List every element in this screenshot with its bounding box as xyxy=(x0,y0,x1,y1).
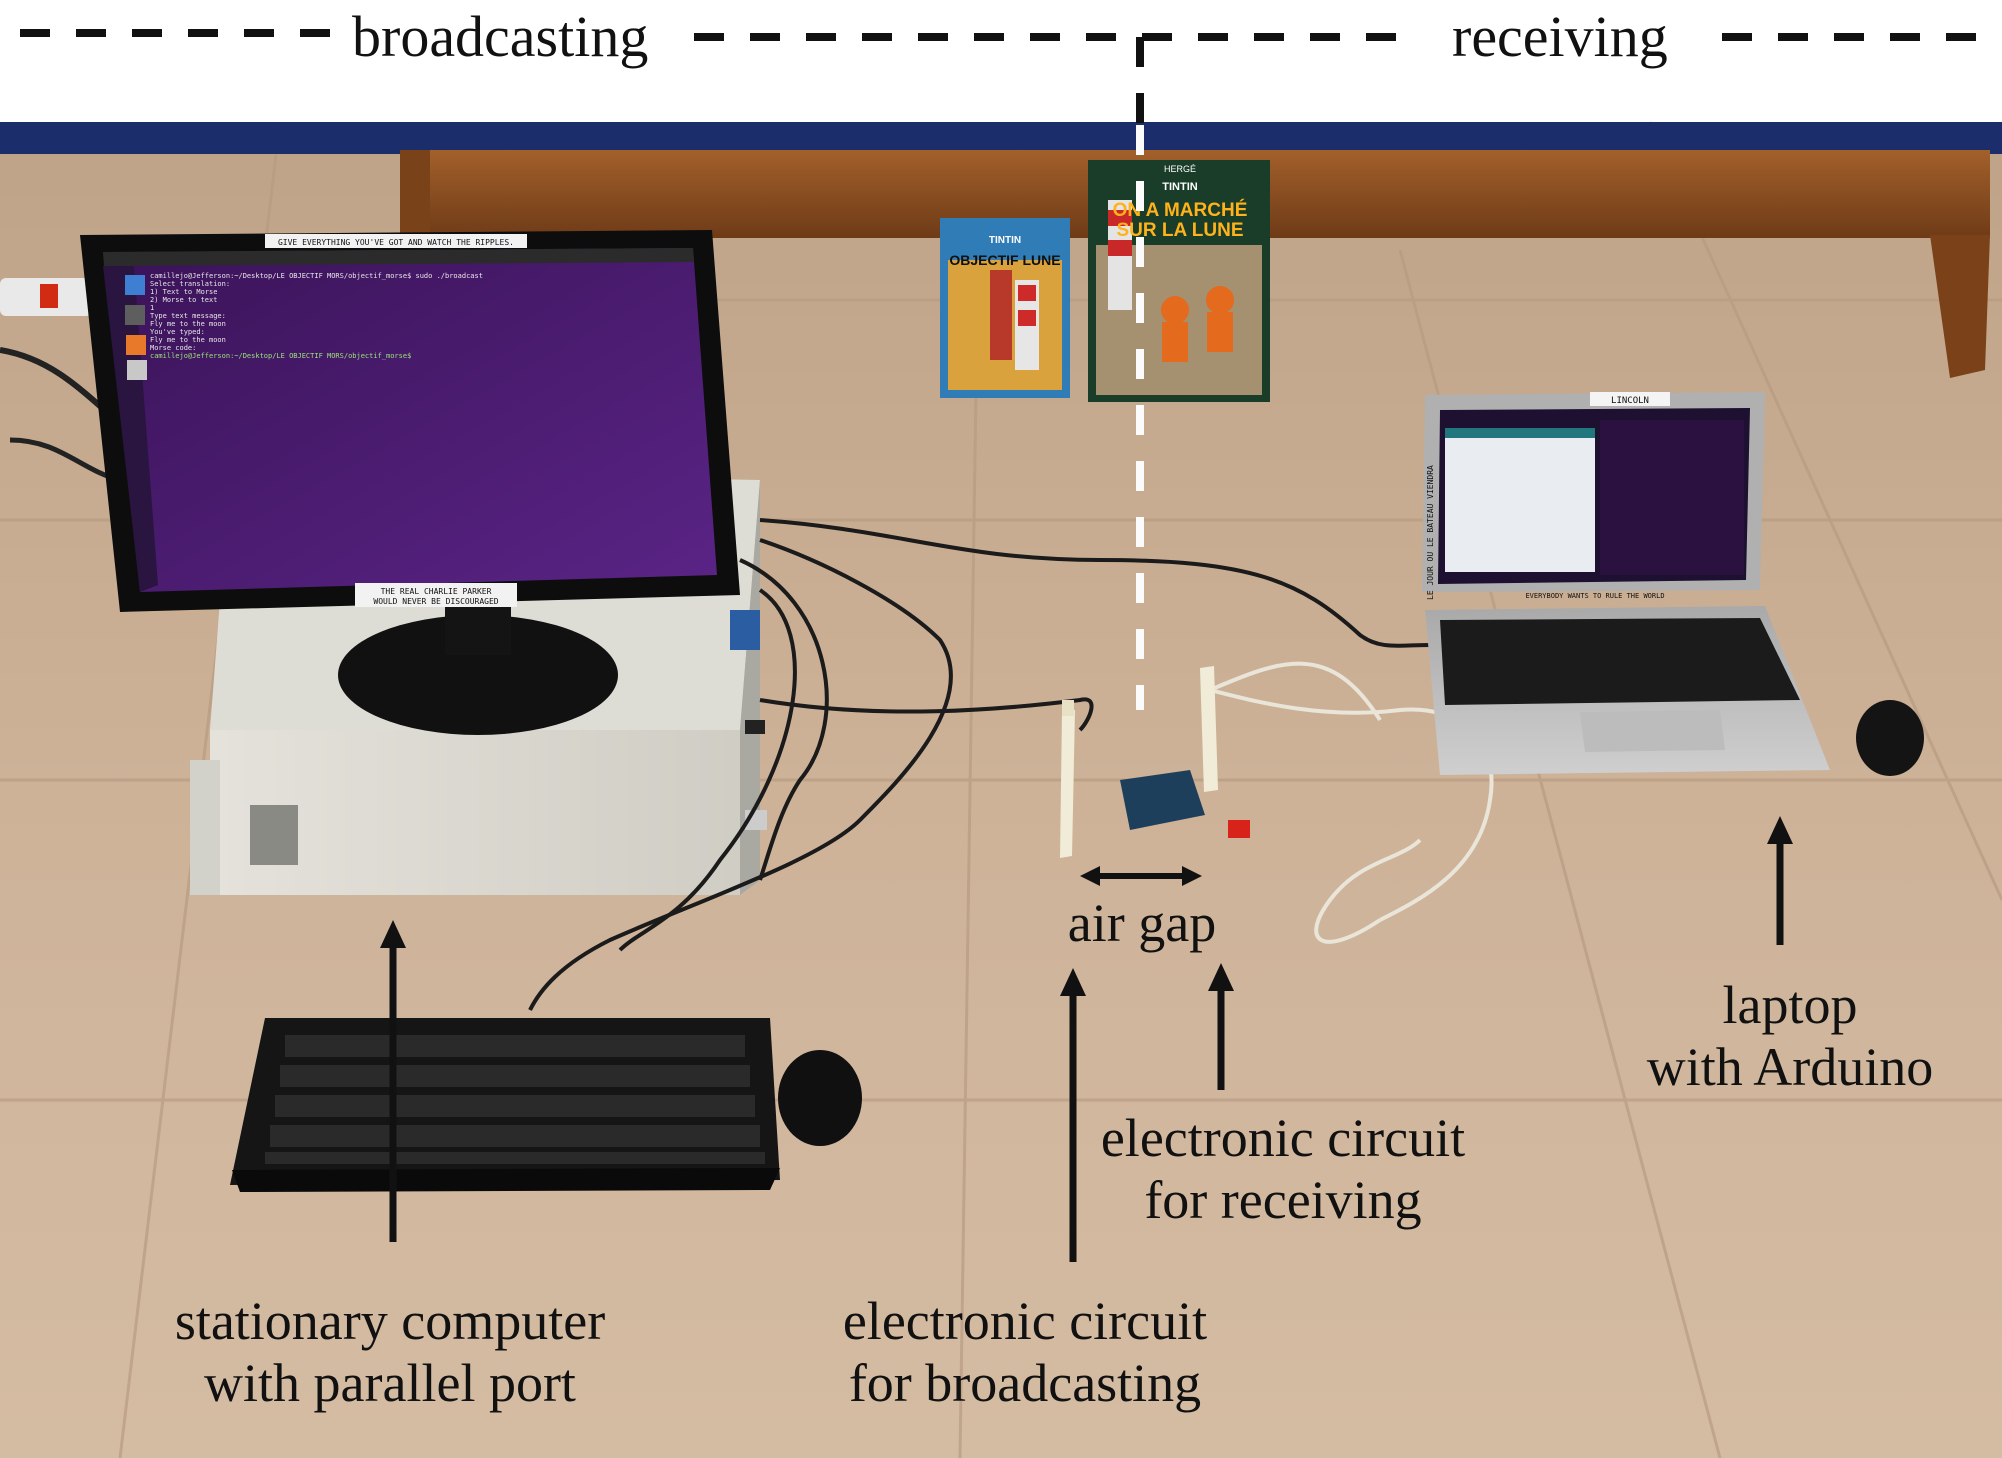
keyboard xyxy=(230,1018,780,1192)
circuit-broadcast-line1: electronic circuit xyxy=(842,1291,1208,1351)
cables xyxy=(528,518,1431,1011)
terminal-line-9: Fly me to the moon xyxy=(150,336,226,344)
laptop-line2: with Arduino xyxy=(1646,1037,1934,1097)
header-dashes xyxy=(20,29,1990,41)
terminal-line-7: Fly me to the moon xyxy=(150,320,226,328)
monitor-sticker-top-text: GIVE EVERYTHING YOU'VE GOT AND WATCH THE… xyxy=(278,238,514,247)
book2-title-line1: ON A MARCHÉ xyxy=(1113,199,1248,221)
book1-series: TINTIN xyxy=(989,235,1021,246)
monitor-stand-base xyxy=(338,615,618,735)
annotation-arrows xyxy=(380,816,1793,1262)
mouse-left xyxy=(778,1050,862,1146)
laptop-sticker-bottom: EVERYBODY WANTS TO RULE THE WORLD xyxy=(1525,592,1664,600)
bed-mattress xyxy=(0,122,2002,154)
monitor-sticker-bottom-line2: WOULD NEVER BE DISCOURAGED xyxy=(373,597,498,606)
book-on-a-marche-sur-la-lune: HERGÉ TINTIN ON A MARCHÉ SUR LA LUNE xyxy=(1088,160,1270,402)
circuit-receive-board xyxy=(1200,666,1218,792)
book2-author: HERGÉ xyxy=(1164,164,1196,174)
circuit-broadcast-board xyxy=(1060,700,1075,858)
power-switch xyxy=(40,284,58,308)
laptop-label: laptop with Arduino xyxy=(1620,974,1960,1098)
book1-title: OBJECTIF LUNE xyxy=(949,252,1060,268)
monitor-screen xyxy=(103,248,717,592)
terminal-line-10: Morse code: xyxy=(150,344,196,352)
terminal-line-4: 2) Morse to text xyxy=(150,296,217,304)
bed-leg xyxy=(1930,235,1990,378)
terminal-line-1: camillejo@Jefferson:~/Desktop/LE OBJECTI… xyxy=(150,272,483,280)
air-gap-label: air gap xyxy=(1067,893,1217,953)
circuit-receive-line2: for receiving xyxy=(1144,1170,1422,1230)
mouse-right xyxy=(1856,700,1924,776)
circuit-broadcast-line2: for broadcasting xyxy=(848,1353,1202,1413)
monitor-sticker-top xyxy=(265,234,527,248)
book2-series: TINTIN xyxy=(1162,181,1197,193)
header-broadcasting-label: broadcasting xyxy=(340,4,661,70)
arduino-board xyxy=(1120,770,1250,838)
laptop: LINCOLN LE JOUR OU LE BATEAU VIENDRA EVE… xyxy=(1422,392,1830,775)
circuit-receive-label: electronic circuit for receiving xyxy=(1078,1107,1488,1231)
circuit-receive-line1: electronic circuit xyxy=(1100,1108,1466,1168)
stationary-computer-label: stationary computer with parallel port xyxy=(150,1290,630,1414)
terminal-line-3: 1) Text to Morse xyxy=(150,288,217,296)
terminal-line-5: 1 xyxy=(150,304,154,312)
stationary-computer-line1: stationary computer xyxy=(174,1291,606,1351)
monitor-sticker-bottom xyxy=(355,583,517,607)
laptop-sticker-top: LINCOLN xyxy=(1611,396,1649,406)
stationary-computer-line2: with parallel port xyxy=(204,1353,576,1413)
terminal-line-2: Select translation: xyxy=(150,280,230,288)
laptop-sticker-side: LE JOUR OU LE BATEAU VIENDRA xyxy=(1426,465,1435,600)
terminal-line-6: Type text message: xyxy=(150,312,226,320)
book2-title-line2: SUR LA LUNE xyxy=(1116,220,1243,241)
terminal-line-11: camillejo@Jefferson:~/Desktop/LE OBJECTI… xyxy=(150,352,411,360)
monitor-sticker-bottom-line1: THE REAL CHARLIE PARKER xyxy=(381,587,492,596)
book-objectif-lune: TINTIN OBJECTIF LUNE xyxy=(940,218,1070,398)
monitor: camillejo@Jefferson:~/Desktop/LE OBJECTI… xyxy=(80,230,740,735)
laptop-line1: laptop xyxy=(1722,975,1858,1035)
terminal-line-8: You've typed: xyxy=(150,328,205,336)
header-receiving-label: receiving xyxy=(1440,4,1680,70)
circuit-broadcast-label: electronic circuit for broadcasting xyxy=(820,1290,1230,1414)
